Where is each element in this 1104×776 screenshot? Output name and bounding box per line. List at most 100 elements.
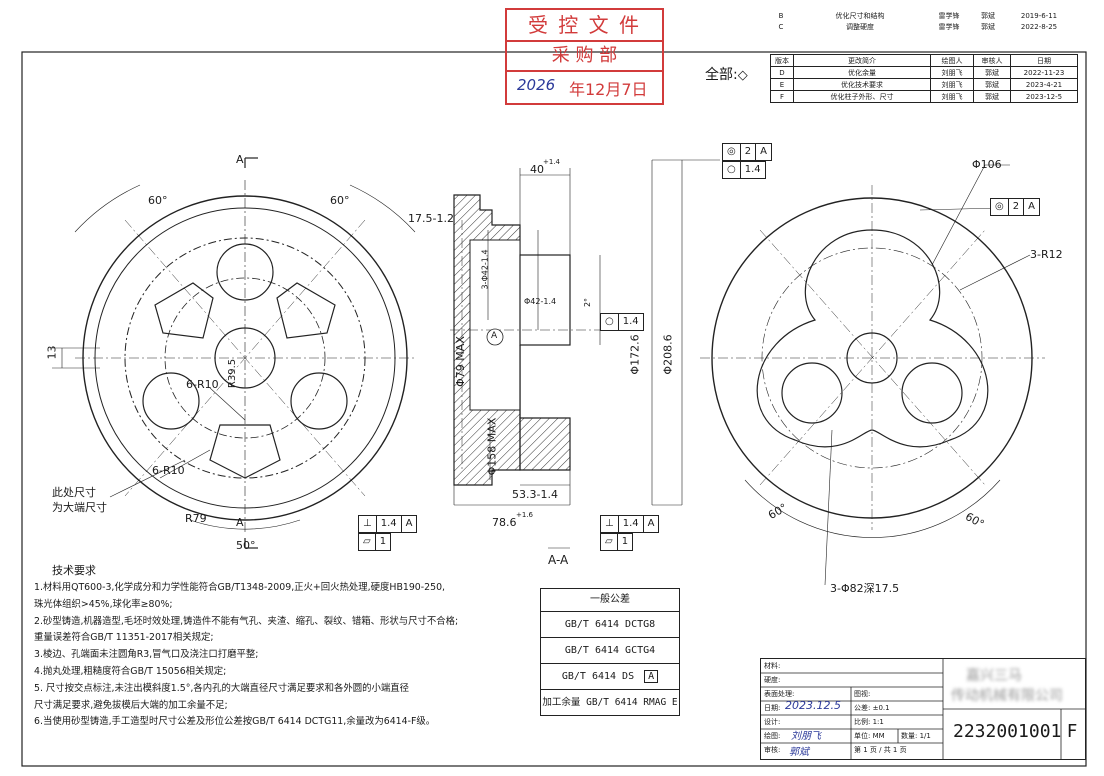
tb-tolerance: 公差: ±0.1	[854, 704, 890, 712]
rev-desc: 优化技术要求	[793, 78, 931, 91]
fcf-value: 1.4	[619, 516, 644, 532]
revision-row: C 调整硬度 雷学锋 郭斌 2022-8-25	[770, 21, 1072, 32]
dim-40: 40	[530, 163, 544, 176]
rev-drawn: 雷学锋	[938, 11, 960, 20]
rev-desc: 优化余量	[793, 66, 931, 79]
tb-company-line2: 传动机械有限公司	[951, 688, 1063, 704]
rev-drawn: 雷学锋	[938, 22, 960, 31]
controlled-document-stamp: 受 控 文 件 采 购 部 2026 年12月7日	[505, 8, 664, 105]
dim-phi79: Φ79 MAX	[453, 336, 467, 387]
fcf-symbol: ○	[601, 314, 619, 330]
rev-date: 2019-6-11	[1020, 11, 1058, 20]
tech-req-line: 尺寸满足要求,避免拔模后大端的加工余量不足;	[34, 699, 228, 711]
tb-date-value: 2023.12.5	[785, 699, 841, 712]
rev-header-desc: 更改简介	[793, 54, 931, 67]
tb-revision: F	[1067, 721, 1078, 742]
tb-scale: 比例: 1:1	[854, 718, 884, 726]
dim-53: 53.3-1.4	[512, 488, 558, 501]
fcf-symbol: ▱	[359, 534, 376, 550]
fcf-flatness-left: ▱ 1	[358, 533, 392, 551]
fcf-datum: A	[647, 518, 655, 529]
revision-row: F 优化柱子外形、尺寸 刘朋飞 郭斌 2023-12-5	[770, 90, 1078, 103]
tech-req-line: 重量误差符合GB/T 11351-2017相关规定;	[34, 632, 214, 644]
rev-desc: 优化柱子外形、尺寸	[793, 90, 931, 103]
tb-drawing: 图视:	[854, 690, 871, 698]
dim-6r10-lower: 6-R10	[152, 464, 185, 477]
rev-date: 2022-11-23	[1010, 66, 1078, 79]
tb-design: 设计:	[764, 718, 781, 726]
tb-surface: 表面处理:	[764, 690, 795, 698]
section-title: A-A	[548, 553, 569, 567]
tech-req-line: 5. 尺寸按交点标注,未注出模斜度1.5°,各内孔的大端直径尺寸满足要求和各外圆…	[34, 682, 409, 694]
title-block: 材料: 硬度: 表面处理: 图视: 日期: 2023.12.5 公差: ±0.1…	[760, 658, 1086, 760]
note-line1: 此处尺寸	[52, 486, 96, 499]
revision-table-top: B 优化尺寸和结构 雷学锋 郭斌 2019-6-11 C 调整硬度 雷学锋 郭斌…	[770, 10, 1072, 32]
rev-ver: E	[770, 78, 794, 91]
fcf-symbol: ○	[723, 162, 741, 178]
dim-208: Φ208.6	[661, 334, 675, 375]
fcf-perpendicular-left: ⊥ 1.4 A	[358, 515, 418, 533]
dim-78-tol: +1.6	[516, 511, 533, 519]
general-tol-ds-box: A	[644, 670, 659, 683]
tech-req-line: 1.材料用QT600-3,化学成分和力学性能符合GB/T1348-2009,正火…	[34, 582, 446, 593]
tb-draw-signature: 刘朋飞	[791, 731, 821, 742]
tb-hardness: 硬度:	[764, 676, 781, 684]
rev-ver: C	[778, 22, 784, 31]
tech-req-title: 技术要求	[52, 564, 96, 577]
rev-checked: 郭斌	[981, 11, 995, 20]
section-mark-bottom: A	[236, 516, 244, 529]
stamp-dept: 采 购 部	[507, 42, 662, 72]
tb-date-label: 日期:	[764, 704, 781, 712]
rev-ver: F	[770, 90, 794, 103]
fcf-datum: A	[405, 518, 413, 529]
fcf-datum: A	[760, 146, 767, 157]
dim-phi42: Φ42-1.4	[524, 297, 557, 306]
full-roughness-label: 全部:◇	[705, 67, 748, 83]
dim-r39: R39.5	[227, 358, 239, 389]
rev-checked: 郭斌	[973, 78, 1011, 91]
stamp-date-handwritten: 2026	[517, 76, 556, 94]
tb-review: 审核:	[764, 746, 781, 754]
revision-row: E 优化技术要求 刘朋飞 郭斌 2023-4-21	[770, 78, 1078, 91]
stamp-date-printed: 年12月7日	[569, 80, 648, 99]
fcf-value: 2	[1009, 199, 1025, 215]
stamp-title: 受 控 文 件	[507, 10, 662, 42]
dim-78: 78.6	[492, 516, 517, 529]
general-tolerance-box: 一般公差 GB/T 6414 DCTG8 GB/T 6414 GCTG4 GB/…	[540, 588, 680, 716]
rev-header-drawn: 绘图人	[930, 54, 974, 67]
dim-40-tol: +1.4	[543, 158, 560, 166]
rev-header-ver: 版本	[770, 54, 794, 67]
dim-r79: R79	[185, 512, 207, 525]
tech-req-list: 1.材料用QT600-3,化学成分和力学性能符合GB/T1348-2009,正火…	[34, 580, 458, 731]
dim-50: 50°	[236, 539, 256, 552]
general-tol-row: GB/T 6414 DCTG8	[541, 612, 679, 638]
dim-phi158: Φ158 MAX	[485, 417, 499, 476]
fcf-value: 1.4	[377, 516, 402, 532]
revision-row: D 优化余量 刘朋飞 郭斌 2022-11-23	[770, 66, 1078, 79]
fcf-coaxial-right: ◎ 2 A	[990, 198, 1040, 216]
rev-ver: B	[778, 11, 784, 20]
dim-60-left: 60°	[148, 194, 168, 207]
dim-172: Φ172.6	[628, 334, 642, 375]
tech-req-line: 珠光体组织>45%,球化率≥80%;	[34, 598, 173, 610]
tech-req-line: 3.棱边、孔端面未注圆角R3,冒气口及浇注口打磨平整;	[34, 649, 259, 661]
rev-checked: 郭斌	[981, 22, 995, 31]
tb-material: 材料:	[764, 662, 781, 670]
fcf-roundness-top: ○ 1.4	[722, 161, 766, 179]
section-mark-top: A	[236, 153, 244, 166]
fcf-perpendicular-right: ⊥ 1.4 A	[600, 515, 660, 533]
tb-qty: 数量: 1/1	[901, 732, 931, 740]
sheet-border	[21, 51, 1087, 767]
rev-drawn: 刘朋飞	[930, 78, 974, 91]
fcf-symbol: ⊥	[601, 516, 619, 532]
section-view	[450, 159, 720, 506]
tech-req-line: 2.砂型铸造,机器造型,毛坯时效处理,铸造件不能有气孔、夹渣、缩孔、裂纹、错箱、…	[34, 615, 459, 627]
fcf-value: 1.4	[622, 316, 639, 327]
roughness-symbol-icon: ◇	[737, 68, 748, 83]
general-tol-row: GB/T 6414 GCTG4	[541, 638, 679, 664]
dim-3phi42: 3-Φ42-1.4	[480, 249, 490, 290]
rev-header-date: 日期	[1010, 54, 1078, 67]
rev-desc: 优化尺寸和结构	[835, 11, 885, 20]
